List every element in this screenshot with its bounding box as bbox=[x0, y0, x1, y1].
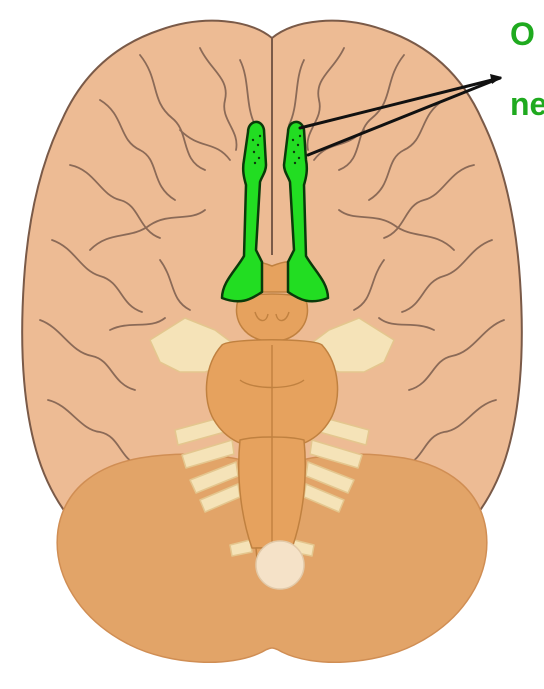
annotation-label-line1: O bbox=[510, 18, 535, 50]
spinal-cord-cross-section bbox=[256, 541, 304, 589]
annotation-label-line2: nе bbox=[510, 88, 544, 120]
